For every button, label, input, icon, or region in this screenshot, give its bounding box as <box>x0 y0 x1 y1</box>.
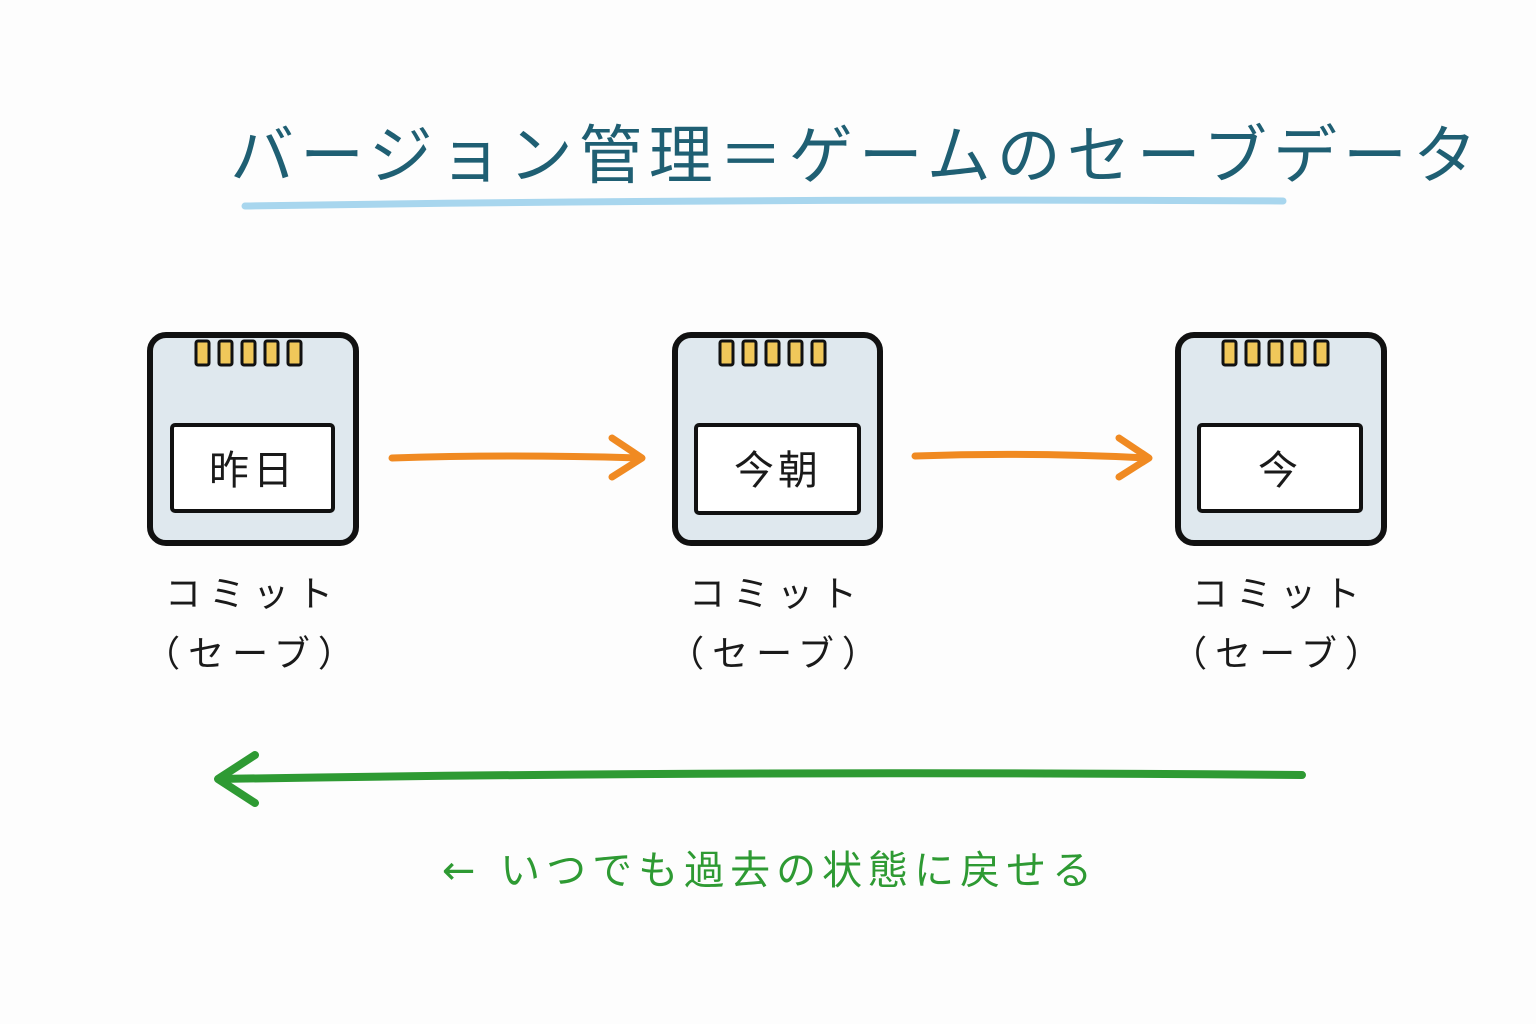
save-card-3 <box>1175 332 1387 546</box>
save-card-2-contacts <box>718 339 827 367</box>
save-card-1 <box>147 332 359 546</box>
save-card-3-caption: コミット （セーブ） <box>1150 565 1410 685</box>
save-card-1-caption: コミット （セーブ） <box>123 565 383 685</box>
save-card-1-label-box <box>170 423 335 513</box>
save-card-3-label-box <box>1197 423 1363 513</box>
save-card-3-contacts <box>1221 339 1330 367</box>
save-card-1-contacts <box>194 339 303 367</box>
save-card-2-caption: コミット （セーブ） <box>647 565 907 685</box>
diagram-title: バージョン管理＝ゲームのセーブデータ <box>230 120 1483 194</box>
save-card-3-caption-line2: （セーブ） <box>1171 634 1389 675</box>
save-card-1-caption-line2: （セーブ） <box>144 634 362 675</box>
save-card-2-caption-line2: （セーブ） <box>668 634 886 675</box>
forward-arrow-1 <box>388 434 646 481</box>
back-arrow <box>214 751 1306 807</box>
save-card-1-caption-line1: コミット <box>164 574 341 615</box>
save-card-2 <box>672 332 883 546</box>
forward-arrow-2 <box>911 434 1153 481</box>
title-underline <box>241 196 1287 210</box>
save-card-1-label: 昨日 <box>209 448 297 494</box>
save-card-2-caption-line1: コミット <box>688 574 865 615</box>
back-arrow-text: ← いつでも過去の状態に戻せる <box>441 848 1099 894</box>
save-card-3-label: 今 <box>1258 448 1302 494</box>
save-card-2-label: 今朝 <box>734 448 822 494</box>
save-card-3-caption-line1: コミット <box>1191 574 1368 615</box>
save-card-2-label-box <box>694 423 861 515</box>
